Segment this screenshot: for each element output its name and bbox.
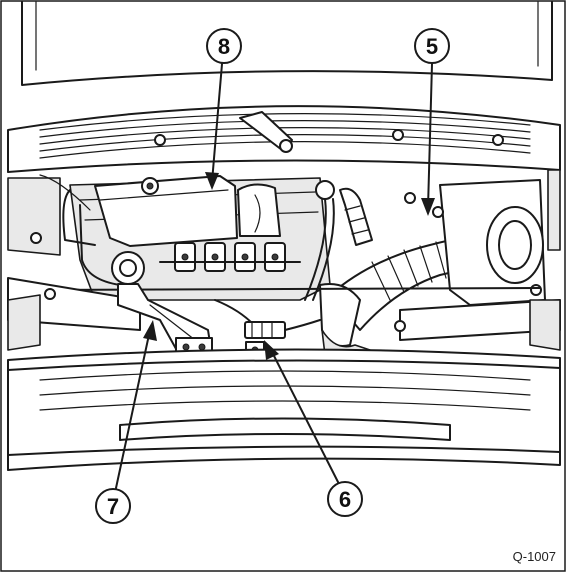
scuttle-panel [7,105,561,173]
callout-5-label: 5 [426,34,438,59]
callout-7: 7 [95,488,131,524]
wing-panels [7,169,561,256]
callout-7-label: 7 [107,494,119,519]
callout-6: 6 [327,481,363,517]
callout-8-label: 8 [218,34,230,59]
front-bumper [7,294,561,471]
leader-lines [115,63,435,489]
front-crossmember [7,277,561,341]
callout-5: 5 [414,28,450,64]
intake-hose [319,179,546,373]
callout-8: 8 [206,28,242,64]
bonnet [21,1,553,86]
wiring-harness [39,174,121,286]
figure-code: Q-1007 [512,549,556,564]
callout-6-label: 6 [339,487,351,512]
air-filter-housing [94,175,281,247]
